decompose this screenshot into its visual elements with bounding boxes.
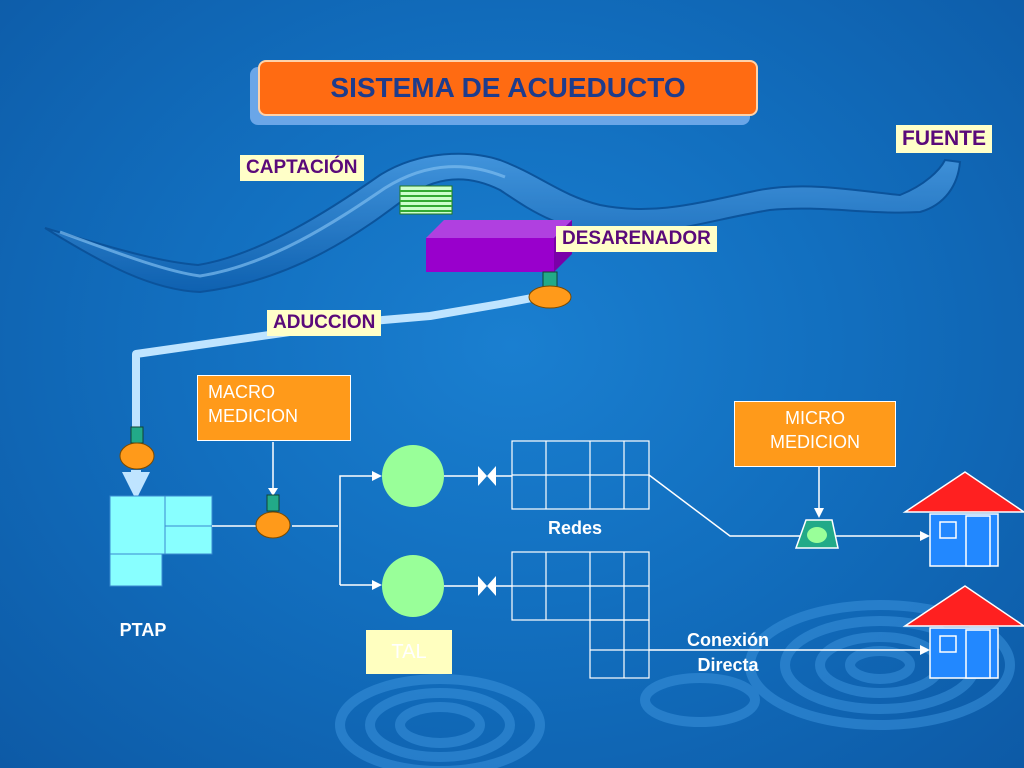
captacion-label: CAPTACIÓN (240, 155, 364, 181)
arrow-house-bottom (920, 645, 930, 655)
page-title: SISTEMA DE ACUEDUCTO (258, 60, 758, 116)
macro-medicion-label: MACRO MEDICION (197, 375, 351, 441)
ptap-plant (109, 495, 213, 587)
house-bottom (902, 585, 1024, 679)
house-top (902, 471, 1024, 567)
aduccion-label: ADUCCION (267, 310, 382, 336)
ptap-label: PTAP (119, 620, 167, 640)
meter-macro (255, 494, 291, 539)
network-grid-top (511, 440, 650, 510)
fuente-label: FUENTE (896, 125, 992, 153)
house-connection-top (648, 474, 922, 537)
desarenador-tank (426, 220, 572, 272)
meter-aduccion (119, 426, 155, 470)
arrow-tank-bottom (372, 580, 382, 590)
arrow-house-top (920, 531, 930, 541)
storage-tank-bottom (382, 555, 444, 617)
aduccion-pipe (132, 291, 549, 430)
micro-medicion-pointer-head (814, 508, 824, 518)
desarenador-label: DESARENADOR (556, 226, 717, 252)
conexion-directa-label: Conexión Directa (686, 630, 769, 676)
valve-top (444, 466, 512, 486)
arrow-tank-top (372, 471, 382, 481)
tal-label: TAL (366, 630, 452, 674)
valve-bottom (444, 576, 512, 596)
meter-micro (794, 519, 839, 549)
pipe-arrowhead (122, 472, 150, 500)
captacion-grate (399, 185, 453, 215)
meter-desarenador (528, 271, 572, 309)
storage-tank-top (382, 445, 444, 507)
micro-medicion-label: MICRO MEDICION (734, 401, 896, 467)
redes-label: Redes (547, 518, 603, 538)
network-grid-bottom (511, 551, 650, 679)
distribution-pipes (292, 475, 372, 586)
pipe-end (131, 470, 141, 476)
macro-medicion-pointer-head (268, 488, 278, 496)
